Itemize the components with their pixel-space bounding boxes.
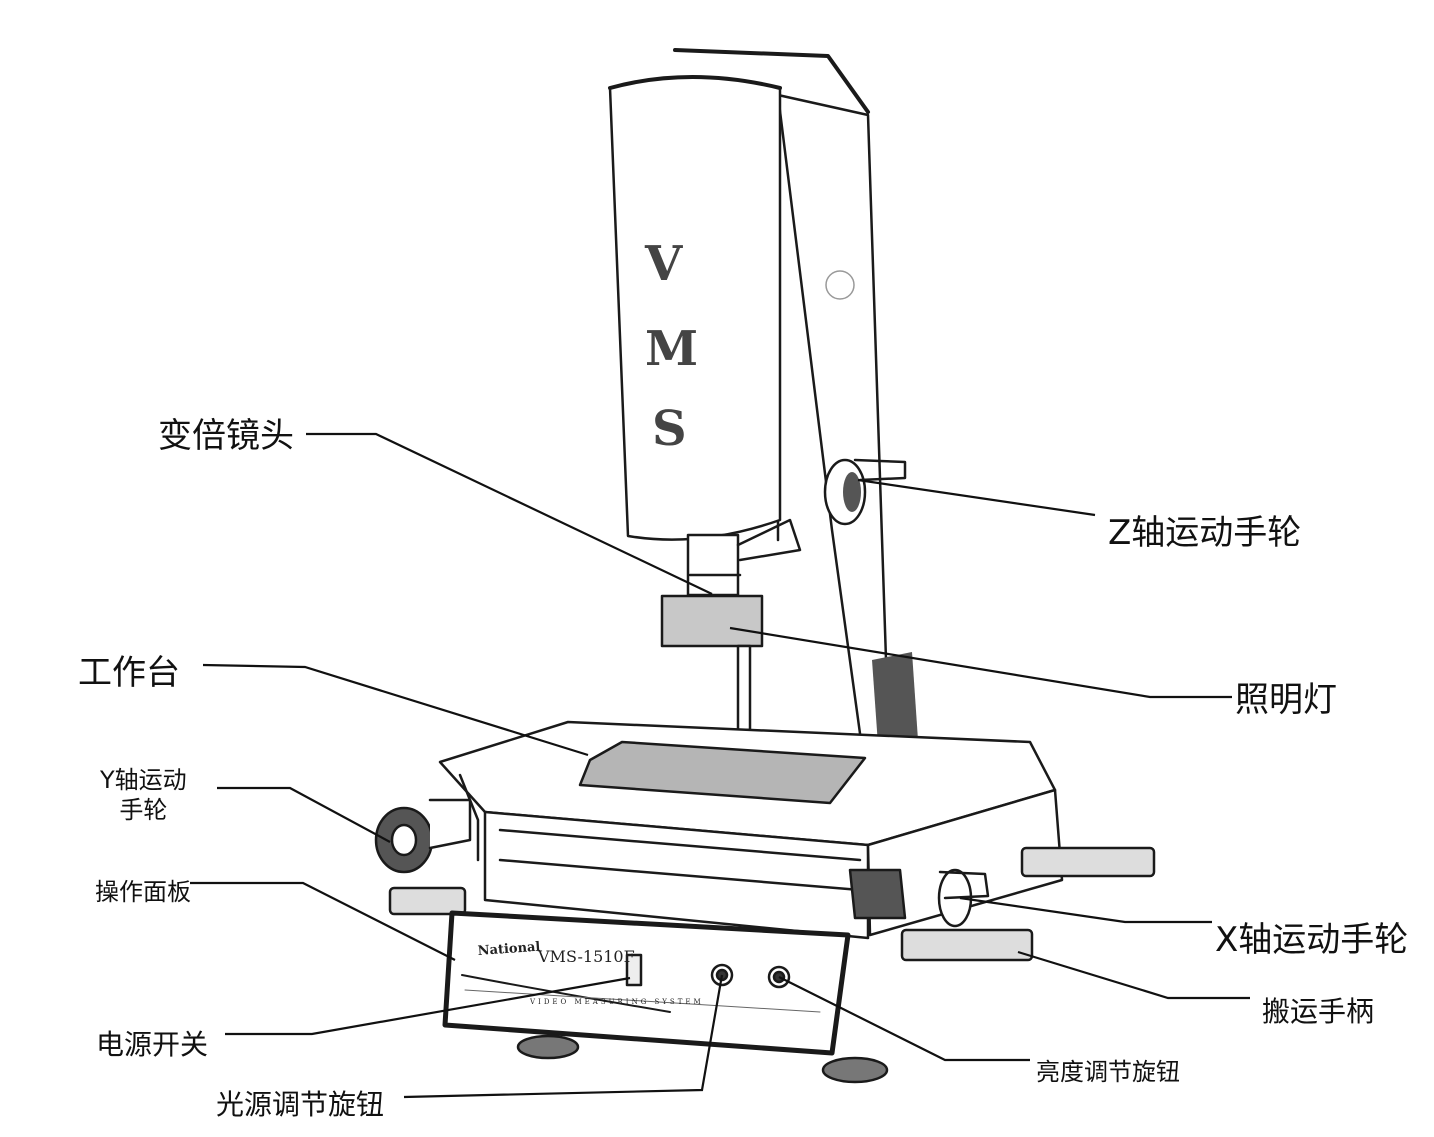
leader-y-wheel <box>217 786 391 843</box>
carry-handle-right <box>1020 846 1156 878</box>
power-switch-drawing <box>625 953 643 987</box>
panel-brand: National <box>477 940 541 959</box>
label-zoom-lens: 变倍镜头 <box>158 416 294 456</box>
operation-panel <box>442 910 851 1056</box>
leader-zoom-lens <box>306 432 713 595</box>
leader-panel <box>190 881 456 961</box>
column-letter-m: M <box>645 321 698 377</box>
column-stripe <box>872 652 918 745</box>
label-brightness-knob: 亮度调节旋钮 <box>1036 1058 1180 1086</box>
carry-handle-left <box>388 886 467 916</box>
label-carry-handle: 搬运手柄 <box>1262 995 1375 1028</box>
leader-z-wheel <box>857 478 1096 517</box>
leader-light <box>729 626 1232 699</box>
x-wheel <box>848 868 907 920</box>
panel-model: VMS-1510F <box>537 947 635 966</box>
leader-carry-handle <box>1017 950 1250 1000</box>
head-housing <box>608 75 782 541</box>
leader-x-wheel <box>959 896 1212 924</box>
column-letter-v: V <box>644 236 683 292</box>
label-panel: 操作面板 <box>95 878 191 906</box>
label-x-wheel: X轴运动手轮 <box>1215 920 1409 960</box>
label-light-knob: 光源调节旋钮 <box>216 1088 385 1121</box>
label-y-wheel: Y轴运动 手轮 <box>100 765 187 825</box>
leader-worktable <box>202 663 589 757</box>
label-y-wheel-line2: 手轮 <box>119 796 168 824</box>
panel-subtitle: VIDEO MEASURING SYSTEM <box>529 998 704 1006</box>
column-letter-s: S <box>652 401 687 457</box>
label-worktable: 工作台 <box>78 653 180 693</box>
leader-power-switch <box>225 976 631 1036</box>
carry-handle-front <box>900 928 1034 962</box>
label-y-wheel-line1: Y轴运动 <box>100 766 187 794</box>
ring-light <box>660 594 764 648</box>
leader-light-knob <box>403 974 724 1099</box>
foot-right <box>821 1056 889 1084</box>
column <box>776 93 890 750</box>
label-light: 照明灯 <box>1235 680 1337 720</box>
foot-left <box>516 1034 580 1060</box>
stage-plate <box>578 740 867 805</box>
zoom-lens <box>686 533 740 597</box>
label-z-wheel: Z轴运动手轮 <box>1108 513 1302 553</box>
label-power-switch: 电源开关 <box>96 1028 209 1061</box>
leader-brightness-knob <box>778 976 1030 1062</box>
